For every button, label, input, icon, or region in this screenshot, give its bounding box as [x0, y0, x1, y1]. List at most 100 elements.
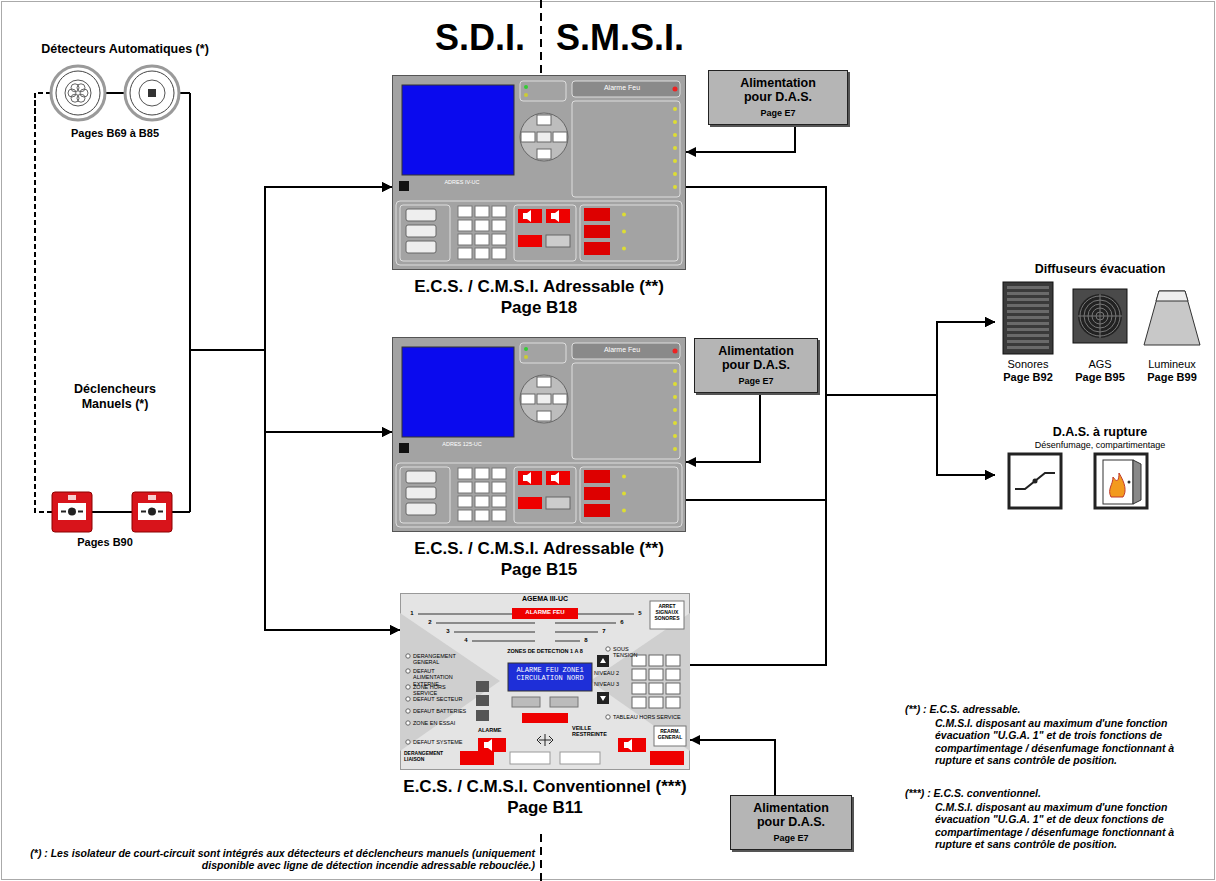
drawing-part [406, 241, 436, 253]
drawing-part [622, 213, 626, 217]
drawing-part [458, 496, 472, 507]
man-node: Déclencheurs Manuels (*)Pages B90 [30, 382, 200, 549]
drawing-part [125, 66, 179, 120]
box-title: Alimentation pour D.A.S. [732, 76, 824, 105]
drawing-part [396, 201, 682, 265]
drawing-part [666, 683, 680, 694]
drawing-part [673, 146, 677, 150]
panel-marking: 2 [426, 619, 434, 626]
panel-marking: 1 [408, 610, 416, 617]
drawing-part [572, 81, 680, 97]
panel-marking: ALARME [478, 727, 518, 733]
drawing-part [105, 92, 125, 94]
drawing-part [584, 504, 610, 517]
drawing-part [649, 683, 663, 694]
drawing-part [673, 408, 677, 412]
drawing-part [476, 710, 489, 721]
note-text: S.D.I. [395, 20, 525, 56]
manual-call-point-icons [30, 412, 200, 536]
drawing-part [666, 655, 680, 666]
drawing-part [537, 115, 551, 125]
drawing-part [189, 93, 191, 127]
drawing-part [520, 343, 566, 363]
connector [190, 140, 400, 630]
drawing-part [584, 242, 610, 255]
device-name: Lumineux [1139, 358, 1205, 371]
drawing-part [1103, 460, 1133, 504]
page-reference: Page E7 [713, 108, 843, 119]
drawing-part [401, 594, 690, 770]
drawing-part [402, 85, 514, 175]
sdi-smsi-divider [540, 834, 542, 881]
drawing-part [132, 492, 172, 532]
drawing-part [550, 697, 578, 707]
drawing-part [555, 641, 580, 642]
page-reference: Page B95 [1067, 371, 1133, 384]
panel-marking: ALARME FEU ZONE1 CIRCULATION NORD [510, 666, 590, 683]
drawing-part [522, 713, 568, 723]
drawing-part [399, 181, 409, 191]
panel-marking: ZONES DE DETECTION 1 A 8 [495, 648, 595, 654]
panel-marking: 3 [444, 628, 452, 635]
drawing-part [666, 697, 680, 708]
drawing-part [521, 394, 535, 404]
drawing-part [1128, 480, 1131, 483]
connector [190, 350, 392, 432]
panel-marking: ADRES IV-UC [432, 179, 492, 185]
group-heading: Détecteurs Automatiques (*) [12, 42, 238, 57]
page-reference: Page B18 [347, 297, 731, 318]
panel-marking: NIVEAU 3 [594, 681, 630, 687]
drawing-part [520, 113, 568, 161]
sdi-smsi-divider [540, 0, 542, 74]
drawing-part [537, 394, 551, 404]
drawing-part [523, 210, 559, 222]
panel-marking: 4 [462, 637, 470, 644]
drawing-part [524, 347, 528, 351]
drawing-part [514, 467, 576, 523]
drawing-part [584, 208, 610, 221]
drawing-part [650, 601, 684, 629]
drawing-part [1007, 334, 1049, 337]
drawing-part [537, 411, 551, 421]
panel-caption: E.C.S. / C.M.S.I. Adressable (**) [347, 538, 731, 559]
panel-marking: ARRET SIGNAUX SONORES [651, 604, 683, 622]
drawing-part [458, 468, 472, 479]
drawing-part [650, 751, 684, 765]
drawing-part [518, 497, 542, 509]
drawing-part [406, 685, 410, 689]
drawing-part [555, 623, 616, 624]
page-reference: Pages B69 à B85 [12, 127, 218, 140]
drawing-part [584, 470, 610, 483]
drawing-part [130, 71, 174, 115]
panel-marking: ZONE EN ESSAI [413, 720, 471, 726]
drawing-part [520, 81, 566, 101]
drawing-part [406, 721, 410, 725]
control-panel-drawing [392, 75, 686, 270]
drawing-part [92, 511, 132, 513]
alim-node: Alimentation pour D.A.S.Page E7 [730, 795, 852, 850]
drawing-part [406, 209, 436, 221]
panel-marking: 7 [600, 628, 608, 635]
grp-node: Diffuseurs évacuationSonoresPage B92AGSP… [995, 262, 1205, 384]
drawing-part [537, 132, 551, 142]
drawing-part [555, 632, 598, 633]
drawing-part [518, 235, 542, 247]
drawing-part [454, 632, 535, 633]
drawing-part [58, 503, 86, 520]
drawing-part [56, 71, 100, 115]
drawing-part [406, 471, 436, 483]
drawing-part [458, 234, 472, 245]
drawing-part [492, 220, 506, 231]
page-reference: Page B99 [1139, 371, 1205, 384]
drawing-part [458, 206, 472, 217]
drawing-part [572, 343, 680, 359]
drawing-part [406, 487, 436, 499]
connector [690, 322, 995, 665]
drawing-part [1144, 291, 1200, 345]
drawing-part [406, 709, 410, 713]
drawing-part [673, 349, 678, 354]
device-name: AGS [1067, 358, 1133, 371]
drawing-part [148, 89, 156, 97]
drawing-part [546, 235, 570, 247]
drawing-part [673, 395, 677, 399]
